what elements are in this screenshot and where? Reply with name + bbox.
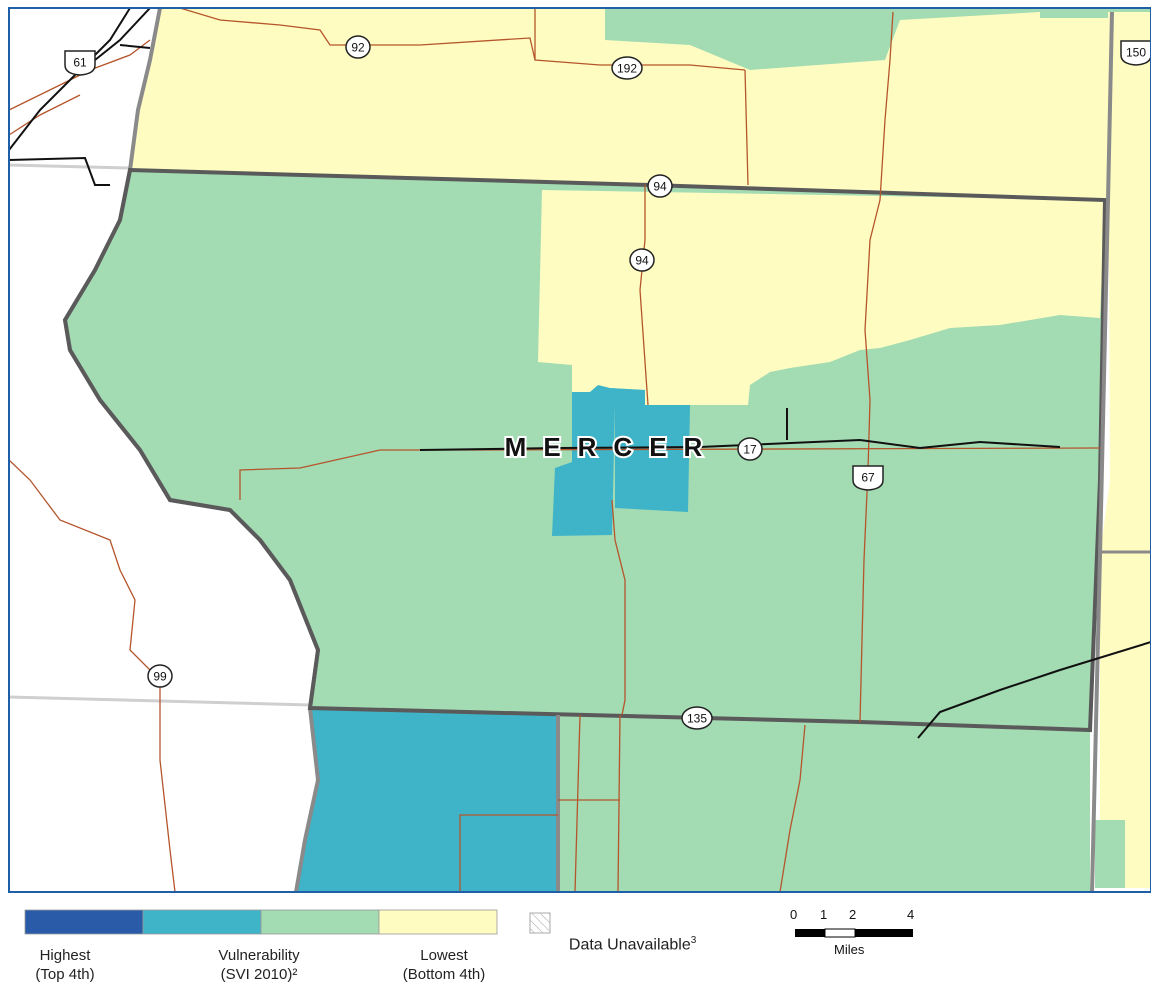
legend bbox=[24, 909, 913, 938]
data-unavailable-label: Data Unavailable3 bbox=[560, 912, 696, 954]
state-route-shield-94: 94 bbox=[629, 248, 655, 272]
tract-east-green-bottom bbox=[1095, 820, 1125, 888]
shield-number: 17 bbox=[743, 443, 757, 457]
legend-label-vulnerability: Vulnerability (SVI 2010)² bbox=[218, 947, 300, 983]
county-border-east bbox=[1090, 11, 1114, 892]
tract-north-green bbox=[605, 8, 1151, 70]
legend-swatch-unavailable bbox=[529, 912, 551, 934]
scale-bar bbox=[795, 928, 913, 938]
state-route-shield-192: 192 bbox=[611, 56, 643, 80]
legend-label-lowest: Lowest (Bottom 4th) bbox=[402, 947, 486, 983]
state-line bbox=[9, 163, 131, 170]
shield-number: 67 bbox=[861, 471, 875, 485]
state-route-shield-94: 94 bbox=[647, 174, 673, 198]
us-route-shield-67: 67 bbox=[852, 465, 884, 491]
data-unavailable-text: Data Unavailable bbox=[568, 936, 691, 954]
tract-mercer-north-yellow bbox=[538, 190, 1105, 405]
scale-tick-4: 4 bbox=[907, 907, 915, 922]
shield-number: 192 bbox=[617, 62, 637, 76]
tract-south-green bbox=[558, 715, 1090, 892]
scale-tick-0: 0 bbox=[790, 907, 798, 922]
tract-mercer-teal-east bbox=[615, 405, 690, 512]
highway-shields: 92 192 94 94 17 99 135 61 67 150 bbox=[64, 35, 1151, 730]
legend-label-highest: Highest (Top 4th) bbox=[35, 947, 95, 983]
shield-number: 135 bbox=[687, 712, 707, 726]
legend-swatch-high bbox=[142, 909, 262, 935]
state-route-shield-135: 135 bbox=[681, 706, 713, 730]
scale-tick-2: 2 bbox=[849, 907, 857, 922]
state-route-shield-92: 92 bbox=[345, 35, 371, 59]
us-route-shield-150: 150 bbox=[1120, 40, 1151, 66]
tract-east-strip bbox=[1100, 12, 1151, 888]
shield-number: 61 bbox=[73, 56, 87, 70]
shield-number: 99 bbox=[153, 670, 167, 684]
us-route-shield-61: 61 bbox=[64, 50, 96, 76]
state-route-shield-99: 99 bbox=[147, 664, 173, 688]
scale-tick-1: 1 bbox=[820, 907, 828, 922]
tract-north-county bbox=[130, 8, 1151, 200]
map-frame bbox=[8, 7, 1151, 893]
state-route-shield-17: 17 bbox=[737, 437, 763, 461]
shield-number: 92 bbox=[351, 41, 365, 55]
shield-number: 94 bbox=[635, 254, 649, 268]
tract-mercer-teal-west bbox=[552, 385, 645, 536]
shield-number: 94 bbox=[653, 180, 667, 194]
legend-swatch-low bbox=[260, 909, 380, 935]
legend-swatch-highest bbox=[24, 909, 144, 935]
scale-unit: Miles bbox=[834, 942, 865, 957]
shield-number: 150 bbox=[1126, 46, 1146, 60]
legend-swatch-lowest bbox=[378, 909, 498, 935]
county-label: MERCER bbox=[505, 432, 720, 462]
tract-south-teal bbox=[296, 708, 558, 892]
data-unavailable-note: 3 bbox=[690, 935, 697, 946]
